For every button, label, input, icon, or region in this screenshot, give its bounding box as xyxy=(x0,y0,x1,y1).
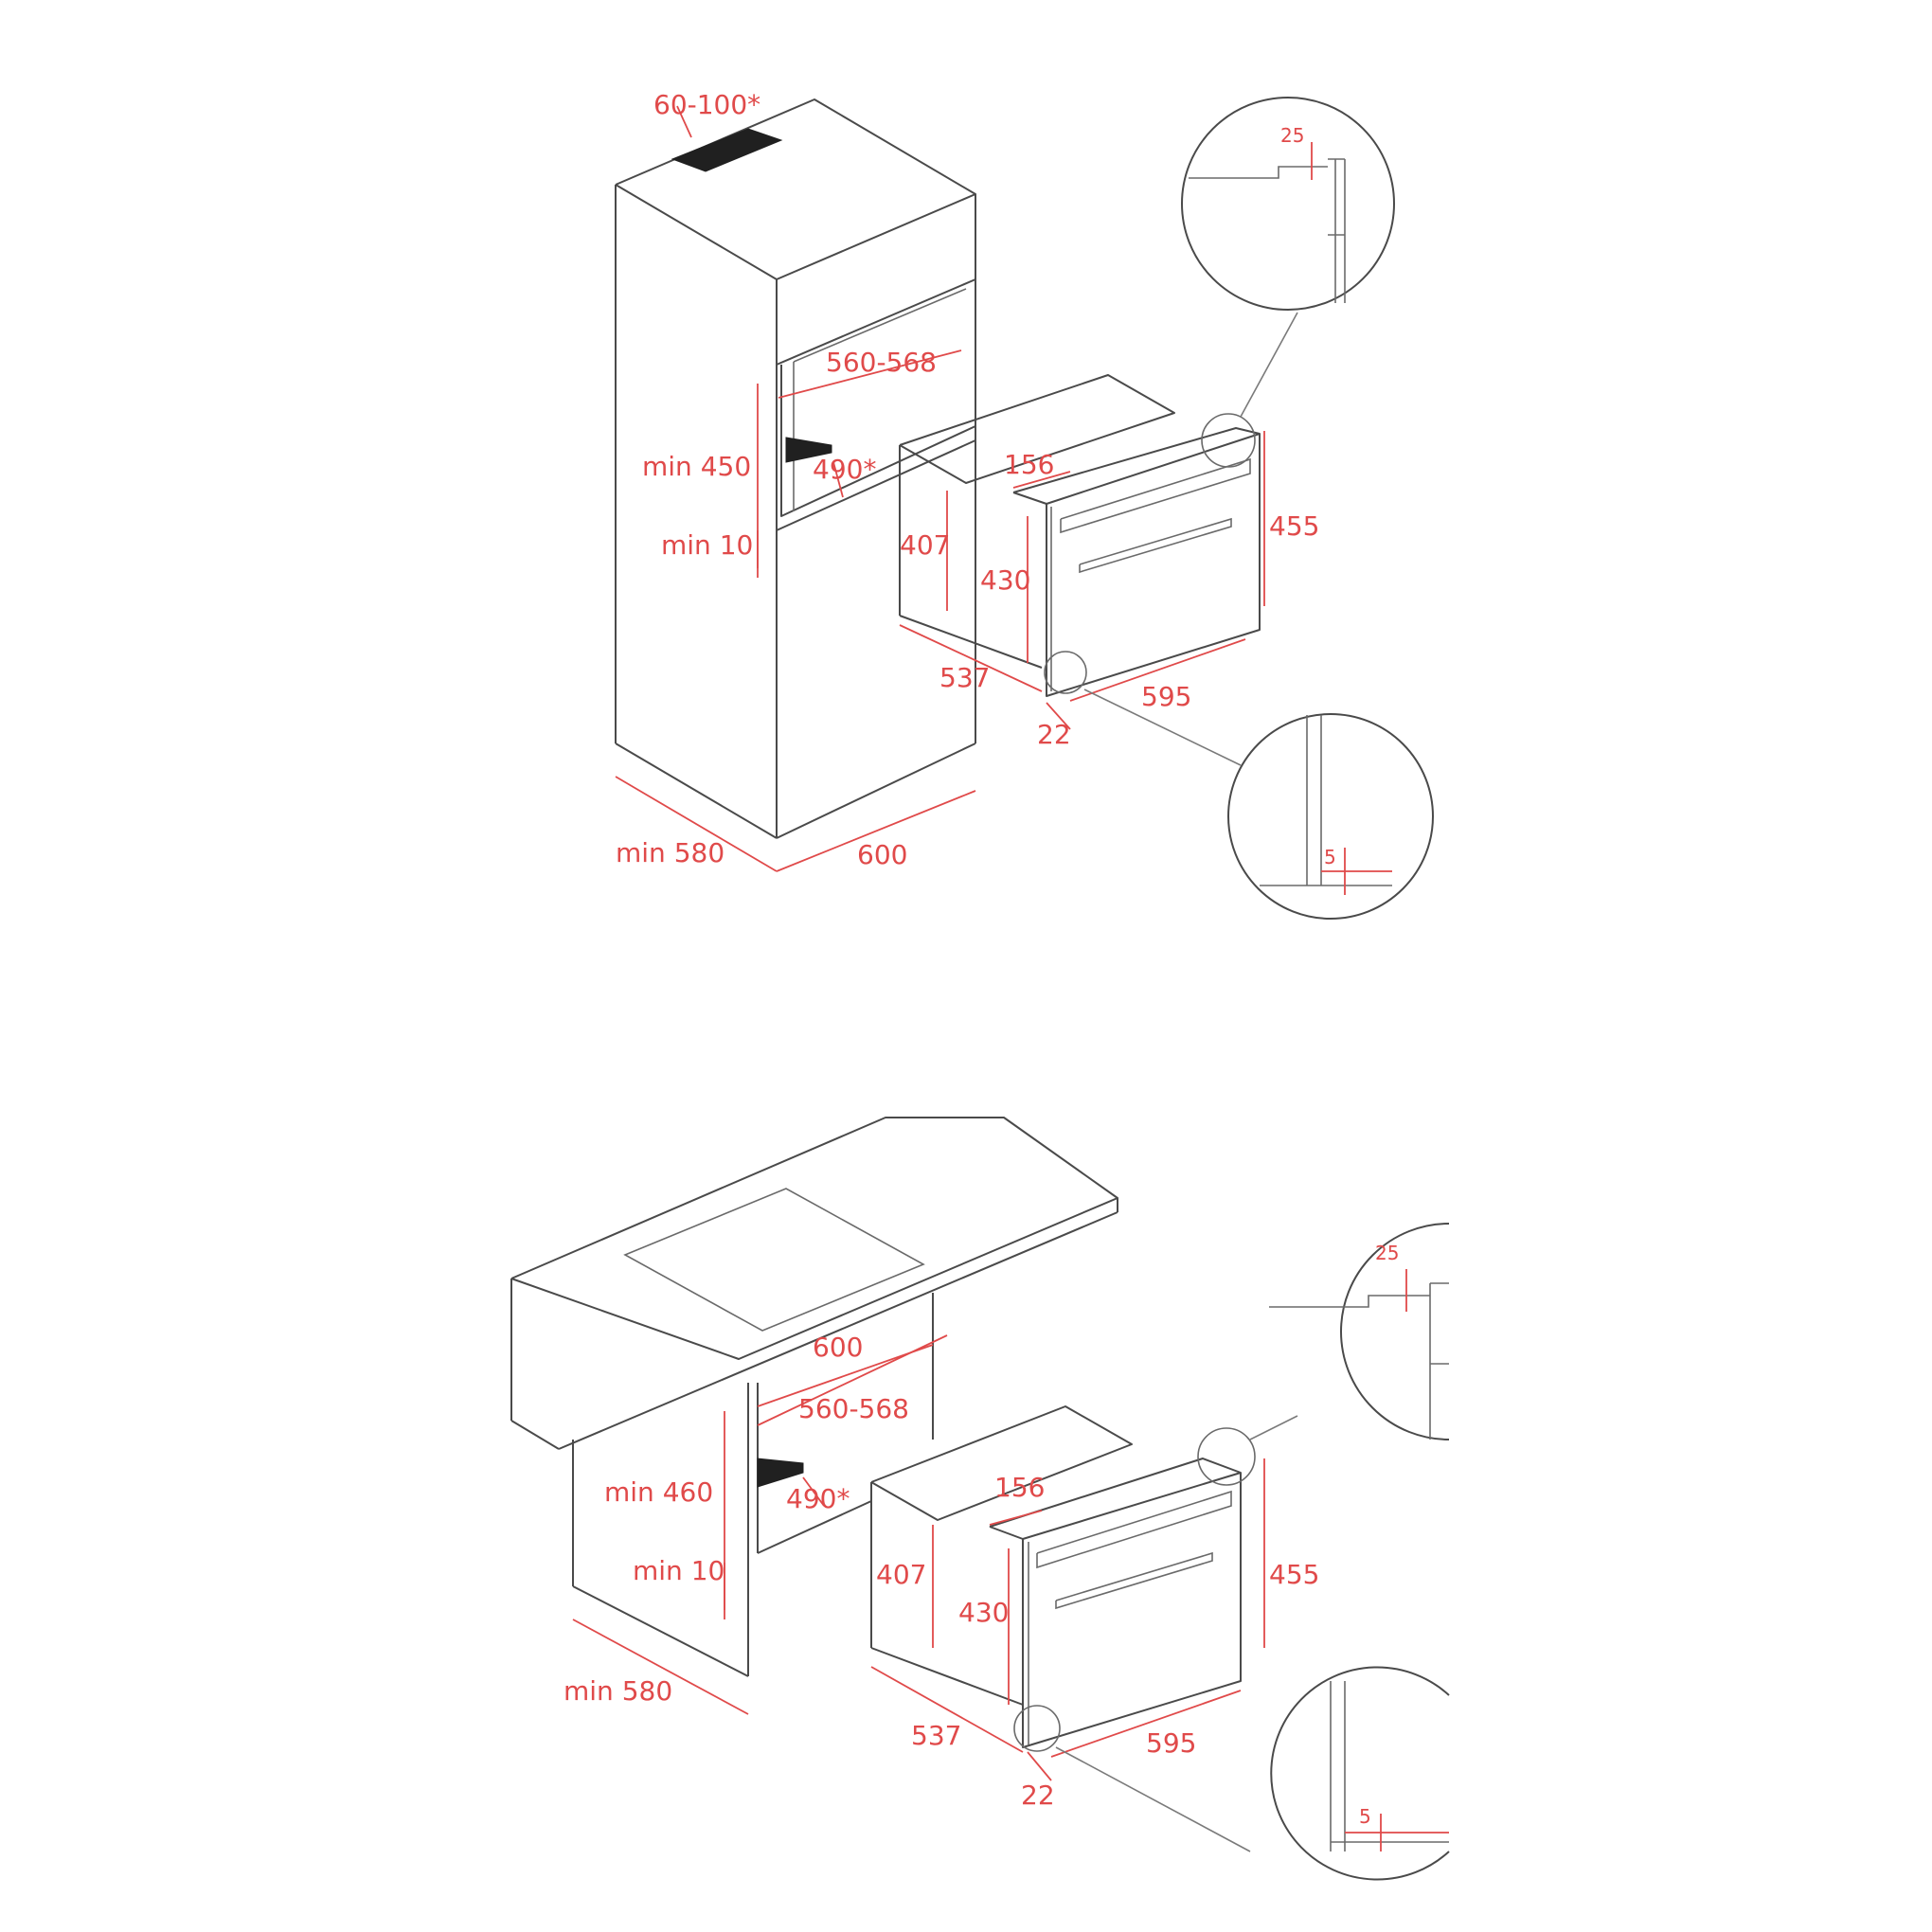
label-cabinet-depth: min 580 xyxy=(616,837,724,868)
label-oven-depth: 537 xyxy=(939,662,990,693)
dimensions-undercounter xyxy=(572,1334,1265,1781)
niche-vent xyxy=(785,437,832,463)
label-min-gap-b: min 10 xyxy=(633,1555,724,1586)
label-oven-total-height: 455 xyxy=(1269,510,1319,542)
niche-vent-bottom xyxy=(757,1458,804,1488)
label-niche-width: 560-568 xyxy=(826,347,937,378)
label-vent-top: 60-100* xyxy=(653,89,760,120)
label-oven-width-b: 595 xyxy=(1146,1727,1196,1759)
detail-bottom-right: 5 xyxy=(1044,651,1434,920)
label-niche-width-b: 560-568 xyxy=(798,1393,909,1424)
label-min-gap: min 10 xyxy=(661,529,753,561)
label-niche-height: min 450 xyxy=(642,451,751,482)
oven-undercounter xyxy=(870,1405,1242,1748)
label-counter-width: 600 xyxy=(813,1332,863,1363)
label-detail-top: 25 xyxy=(1280,124,1304,147)
label-oven-width: 595 xyxy=(1141,681,1191,712)
label-vent-depth: 490* xyxy=(813,454,876,485)
label-detail-bottom-b: 5 xyxy=(1359,1805,1371,1828)
label-oven-body-height-b: 407 xyxy=(876,1559,926,1590)
label-oven-total-height-b: 455 xyxy=(1269,1559,1319,1590)
label-oven-front-height-b: 430 xyxy=(958,1597,1009,1628)
label-niche-height-b: min 460 xyxy=(604,1476,713,1508)
dimensions-tall xyxy=(615,105,1265,872)
detail-top-right: 25 xyxy=(1181,97,1395,468)
detail-bottom-right-b: 5 xyxy=(1013,1666,1450,1881)
label-vent-depth-b: 490* xyxy=(786,1483,850,1514)
top-vent xyxy=(671,128,783,172)
label-oven-top-offset-b: 156 xyxy=(994,1472,1045,1503)
undercounter-drawing: 600 560-568 min 460 490* min 10 min 580 … xyxy=(510,1117,1450,1881)
label-front-offset: 22 xyxy=(1037,719,1071,750)
label-oven-top-offset: 156 xyxy=(1004,449,1054,480)
oven-tall xyxy=(899,374,1261,697)
label-oven-depth-b: 537 xyxy=(911,1720,961,1751)
label-cabinet-width: 600 xyxy=(857,839,907,870)
label-detail-bottom: 5 xyxy=(1324,846,1336,868)
label-oven-front-height: 430 xyxy=(980,564,1030,596)
label-detail-top-b: 25 xyxy=(1375,1242,1399,1264)
tall-cabinet xyxy=(615,98,976,839)
tall-cabinet-drawing: 60-100* 560-568 min 450 490* min 10 min … xyxy=(615,89,1434,920)
label-oven-body-height: 407 xyxy=(900,529,950,561)
countertop xyxy=(510,1117,1118,1450)
detail-top-right-b: 25 xyxy=(1197,1223,1450,1486)
label-cabinet-depth-b: min 580 xyxy=(564,1675,672,1707)
label-front-offset-b: 22 xyxy=(1021,1780,1055,1811)
